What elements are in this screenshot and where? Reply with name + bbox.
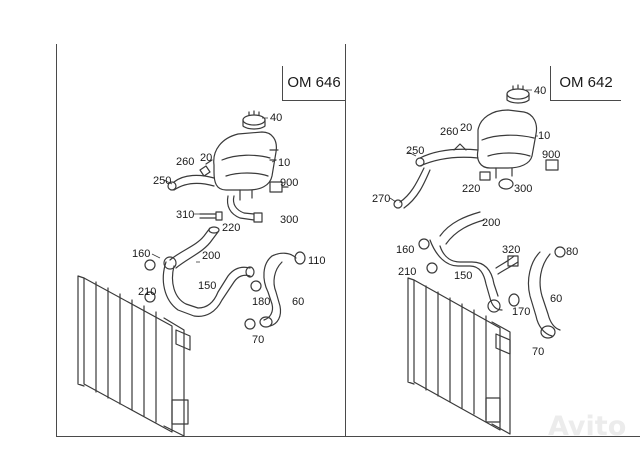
callout-900-left: 900	[280, 177, 299, 189]
callout-40-right: 40	[534, 85, 547, 97]
callout-320-right: 320	[502, 244, 521, 256]
callout-60-left: 60	[292, 296, 305, 308]
hose-60-left	[259, 252, 297, 328]
callout-80-right: 80	[566, 246, 579, 258]
callout-210-left: 210	[138, 286, 157, 298]
callout-220-left: 220	[222, 222, 241, 234]
callout-220-right: 220	[462, 183, 481, 195]
callout-10-left: 10	[278, 157, 291, 169]
panel-divider-left	[56, 44, 57, 436]
callout-150-left: 150	[198, 280, 217, 292]
fittings-left	[199, 159, 289, 193]
callout-160-right: 160	[396, 244, 415, 256]
expansion-tank-right	[476, 109, 538, 179]
hose-270-right	[393, 167, 431, 209]
callout-200-right: 200	[482, 217, 501, 229]
callout-160-left: 160	[132, 248, 151, 260]
callout-270-right: 270	[372, 193, 391, 205]
callout-110-left: 110	[308, 255, 326, 267]
engine-code-label-right: OM 642	[550, 66, 621, 101]
callout-300-right: 300	[514, 183, 533, 195]
baseline-right	[345, 436, 640, 437]
callout-260-left: 260	[176, 156, 195, 168]
callout-180-left: 180	[252, 296, 271, 308]
hose-250-right	[415, 148, 479, 167]
callout-60-right: 60	[550, 293, 563, 305]
clamps-110-180-left	[244, 251, 306, 330]
callout-40-left: 40	[270, 112, 283, 124]
callout-10-right: 10	[538, 130, 551, 142]
hose-250-left	[167, 174, 215, 191]
callout-170-right: 170	[512, 306, 531, 318]
callout-70-left: 70	[252, 334, 265, 346]
watermark-text: Avito	[548, 411, 627, 442]
hose-200-right	[429, 211, 503, 311]
callout-210-right: 210	[398, 266, 417, 278]
callout-260-right: 260	[440, 126, 459, 138]
callout-250-right: 250	[406, 145, 425, 157]
hose-150-left	[162, 261, 255, 317]
radiator-right	[407, 277, 511, 435]
baseline-left	[56, 436, 345, 437]
callout-310-left: 310	[176, 209, 195, 221]
hose-320-right	[495, 255, 519, 275]
callout-150-right: 150	[454, 270, 473, 282]
engine-code-label-left: OM 646	[282, 66, 345, 101]
fittings-right	[453, 143, 559, 190]
panel-divider-middle	[345, 44, 346, 436]
callout-200-left: 200	[202, 250, 221, 262]
callout-20-right: 20	[460, 122, 473, 134]
pipe-220-left	[226, 195, 263, 223]
callout-20-left: 20	[200, 152, 213, 164]
clamps-left	[144, 256, 177, 303]
radiator-left	[77, 275, 191, 437]
expansion-tank-left	[213, 131, 279, 201]
bolt-310-left	[199, 211, 223, 221]
callout-70-right: 70	[532, 346, 545, 358]
tank-cap-right	[506, 84, 530, 104]
hose-60-right	[527, 251, 561, 339]
callout-250-left: 250	[153, 175, 172, 187]
clamps-right	[418, 238, 566, 313]
hose-200-left	[169, 226, 220, 269]
callout-300-left: 300	[280, 214, 299, 226]
tank-cap-left	[242, 110, 266, 130]
callout-900-right: 900	[542, 149, 561, 161]
